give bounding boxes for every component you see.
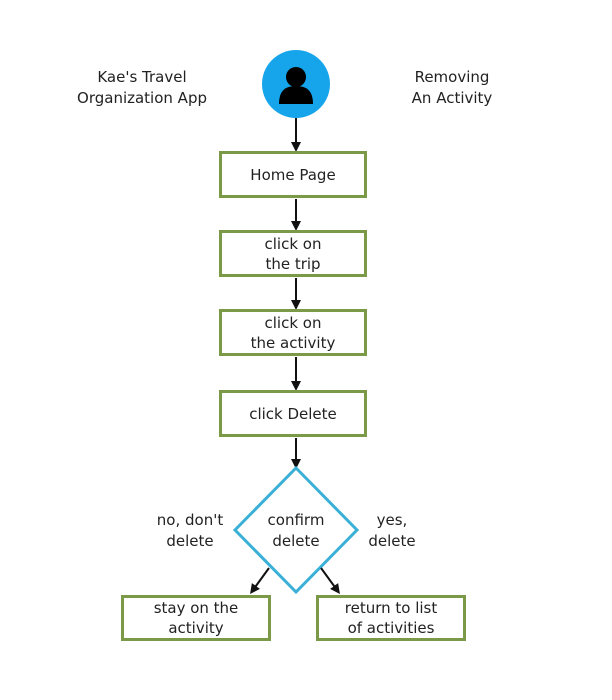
branch-yes-label: yes, delete (368, 511, 416, 550)
flow-title: Removing An Activity (411, 68, 493, 107)
step-home-page: Home Page (219, 151, 367, 198)
user-icon (262, 50, 330, 118)
decision-label: confirm delete (267, 511, 325, 550)
decision-diamond (232, 465, 360, 595)
app-title: Kae's Travel Organization App (77, 68, 207, 107)
outcome-stay-on-activity: stay on the activity (121, 595, 271, 641)
step-click-trip: click on the trip (219, 230, 367, 277)
step-click-activity: click on the activity (219, 309, 367, 356)
step-click-delete: click Delete (219, 390, 367, 437)
arrow-no-branch (250, 567, 270, 595)
arrow-yes-branch (320, 567, 340, 595)
branch-no-label: no, don't delete (156, 511, 224, 550)
outcome-return-to-list: return to list of activities (316, 595, 466, 641)
